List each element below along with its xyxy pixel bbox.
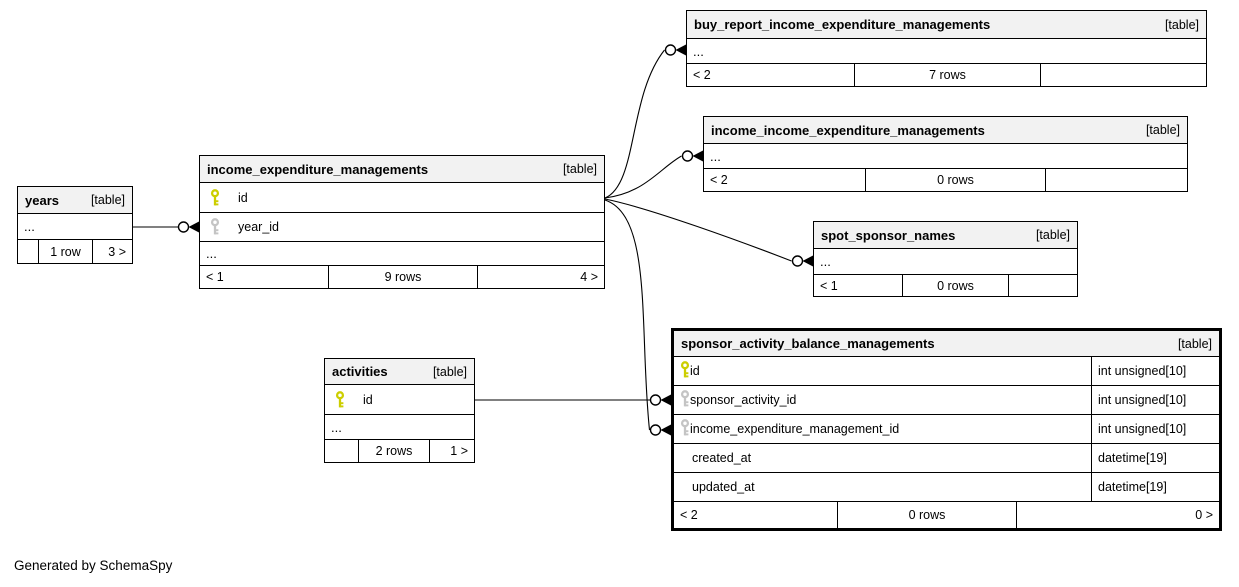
column-type: int unsigned[10] [1091, 415, 1219, 443]
row-count: 0 rows [837, 502, 1016, 528]
table-badge: [table] [1177, 336, 1212, 351]
foreign-key-icon [680, 389, 690, 411]
hidden-children-indicator: 3 > [92, 240, 132, 263]
column-name: id [363, 392, 373, 407]
column-name: income_expenditure_management_id [690, 422, 900, 436]
primary-key-icon [335, 390, 345, 409]
hidden-parents-indicator [18, 240, 38, 263]
table-income-income-expenditure-managements[interactable]: income_income_expenditure_managements [t… [703, 116, 1188, 192]
hidden-children-indicator [1045, 169, 1187, 191]
column-name: id [238, 190, 248, 205]
row-count: 7 rows [854, 64, 1040, 86]
column-row-income-expenditure-management-id: income_expenditure_management_id int uns… [674, 415, 1219, 444]
crow-foot-connectors [177, 44, 813, 436]
foreign-key-icon [210, 218, 220, 236]
table-header[interactable]: spot_sponsor_names [table] [814, 222, 1077, 249]
table-badge: [table] [1164, 17, 1199, 32]
hidden-children-indicator [1040, 64, 1206, 86]
column-name: sponsor_activity_id [690, 393, 797, 407]
table-name: activities [332, 364, 388, 379]
collapsed-columns-row: ... [18, 214, 132, 240]
table-badge: [table] [562, 162, 597, 176]
table-buy-report-income-expenditure-managements[interactable]: buy_report_income_expenditure_management… [686, 10, 1207, 87]
column-name: created_at [692, 451, 752, 465]
hidden-children-indicator: 4 > [477, 266, 604, 288]
primary-key-icon [210, 188, 220, 207]
column-row-id: id [325, 385, 474, 415]
column-type: int unsigned[10] [1091, 357, 1219, 385]
row-count: 9 rows [328, 266, 477, 288]
table-sponsor-activity-balance-managements[interactable]: sponsor_activity_balance_managements [ta… [671, 328, 1222, 531]
column-row-id: id int unsigned[10] [674, 357, 1219, 386]
column-row-year-id: year_id [200, 213, 604, 242]
hidden-children-indicator [1008, 275, 1077, 296]
table-header[interactable]: income_expenditure_managements [table] [200, 156, 604, 183]
fk-line-iem-to-income-income [604, 155, 682, 199]
table-spot-sponsor-names[interactable]: spot_sponsor_names [table] ... < 1 0 row… [813, 221, 1078, 297]
fk-line-iem-to-spot-sponsor [604, 198, 792, 262]
hidden-parents-indicator: < 1 [820, 278, 838, 293]
column-name: year_id [238, 220, 279, 234]
table-income-expenditure-managements[interactable]: income_expenditure_managements [table] i… [199, 155, 605, 289]
table-name: buy_report_income_expenditure_management… [694, 17, 991, 32]
table-name: income_income_expenditure_managements [711, 122, 985, 138]
fk-line-iem-to-buy-report [604, 49, 665, 199]
table-name: spot_sponsor_names [821, 227, 956, 243]
hidden-parents-indicator: < 1 [206, 270, 224, 284]
table-header[interactable]: sponsor_activity_balance_managements [ta… [674, 331, 1219, 357]
column-row-updated-at: updated_at datetime[19] [674, 473, 1219, 502]
collapsed-columns-row: ... [814, 249, 1077, 275]
table-badge: [table] [1145, 123, 1180, 137]
foreign-key-icon [680, 418, 690, 440]
collapsed-columns-row: ... [704, 144, 1187, 169]
hidden-parents-indicator: < 2 [680, 508, 698, 522]
row-count: 0 rows [865, 169, 1045, 191]
collapsed-columns-row: ... [325, 415, 474, 440]
collapsed-columns-row: ... [687, 39, 1206, 64]
table-years[interactable]: years [table] ... 1 row 3 > [17, 186, 133, 264]
hidden-parents-indicator [325, 440, 358, 462]
row-count: 0 rows [902, 275, 1008, 296]
schemaspy-credit: Generated by SchemaSpy [14, 558, 173, 573]
table-activities[interactable]: activities [table] id ... 2 rows 1 > [324, 358, 475, 463]
table-badge: [table] [432, 364, 467, 379]
column-row-created-at: created_at datetime[19] [674, 444, 1219, 473]
table-badge: [table] [1035, 228, 1070, 242]
collapsed-columns-row: ... [200, 242, 604, 266]
table-name: income_expenditure_managements [207, 161, 429, 177]
row-count: 2 rows [358, 440, 429, 462]
fk-line-iem-to-sponsor-balance [604, 199, 651, 431]
hidden-parents-indicator: < 2 [693, 68, 711, 82]
hidden-children-indicator: 0 > [1016, 502, 1219, 528]
column-name: updated_at [692, 480, 755, 494]
column-row-id: id [200, 183, 604, 213]
column-type: datetime[19] [1091, 444, 1219, 472]
column-type: int unsigned[10] [1091, 386, 1219, 414]
primary-key-icon [680, 360, 690, 382]
hidden-children-indicator: 1 > [429, 440, 474, 462]
table-header[interactable]: years [table] [18, 187, 132, 214]
column-row-sponsor-activity-id: sponsor_activity_id int unsigned[10] [674, 386, 1219, 415]
row-count: 1 row [38, 240, 92, 263]
column-name: id [690, 364, 700, 378]
table-header[interactable]: activities [table] [325, 359, 474, 385]
column-type: datetime[19] [1091, 473, 1219, 501]
table-name: sponsor_activity_balance_managements [681, 336, 935, 351]
table-badge: [table] [90, 193, 125, 207]
hidden-parents-indicator: < 2 [710, 173, 728, 187]
table-name: years [25, 192, 59, 208]
table-header[interactable]: income_income_expenditure_managements [t… [704, 117, 1187, 144]
table-header[interactable]: buy_report_income_expenditure_management… [687, 11, 1206, 39]
